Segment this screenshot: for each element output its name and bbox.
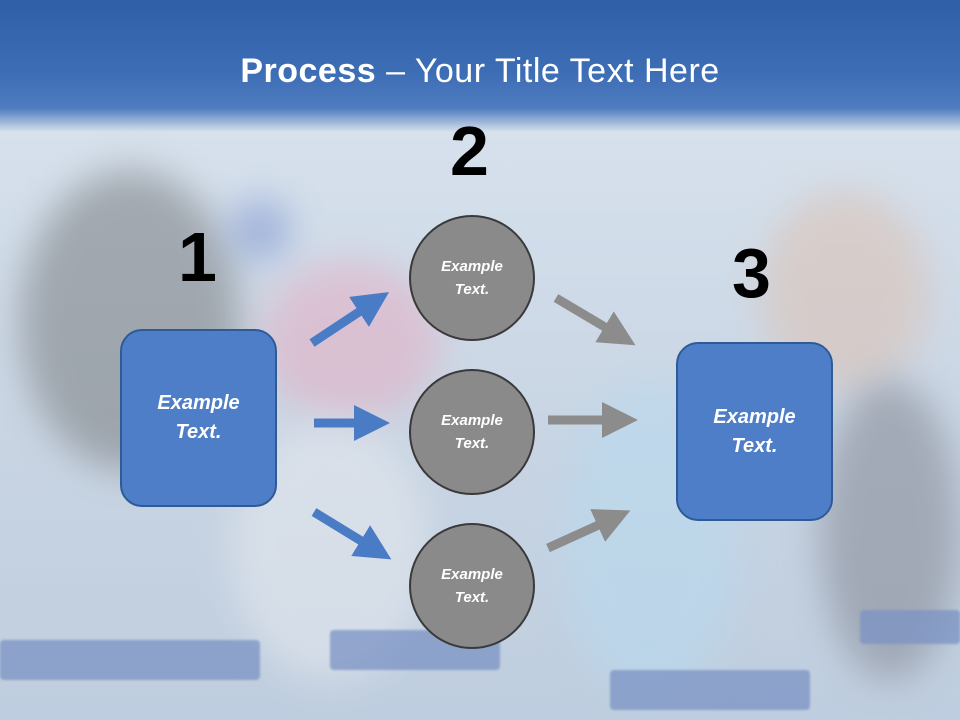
- step-number-1: 1: [178, 218, 217, 296]
- step-number-2: 2: [450, 112, 489, 190]
- circle-top-line1: Example: [441, 258, 503, 275]
- arrow-blue-down: [311, 508, 392, 560]
- slide-title: Process – Your Title Text Here: [0, 52, 960, 91]
- step-1-box-line1: Example: [157, 392, 240, 414]
- circle-middle-line1: Example: [441, 412, 503, 429]
- title-rest: – Your Title Text Here: [376, 52, 720, 90]
- photo-step-mat: [860, 610, 960, 644]
- arrow-blue-up: [309, 292, 390, 347]
- title-band: [0, 0, 960, 132]
- photo-step-mat: [610, 670, 810, 710]
- circle-bottom-line1: Example: [441, 566, 503, 583]
- circle-middle-line2: Text.: [454, 435, 490, 452]
- photo-step-mat: [0, 640, 260, 680]
- photo-ball: [230, 200, 290, 260]
- circle-bottom-line2: Text.: [454, 589, 490, 606]
- arrow-gray-up: [546, 509, 631, 553]
- title-bold: Process: [240, 52, 377, 90]
- step-number-3: 3: [732, 234, 771, 312]
- arrow-gray-down: [553, 294, 636, 346]
- step-3-box-line2: Text.: [731, 434, 778, 457]
- circle-top-line2: Text.: [454, 281, 490, 298]
- step-3-box-line1: Example: [713, 405, 796, 428]
- step-1-box-line2: Text.: [175, 421, 222, 443]
